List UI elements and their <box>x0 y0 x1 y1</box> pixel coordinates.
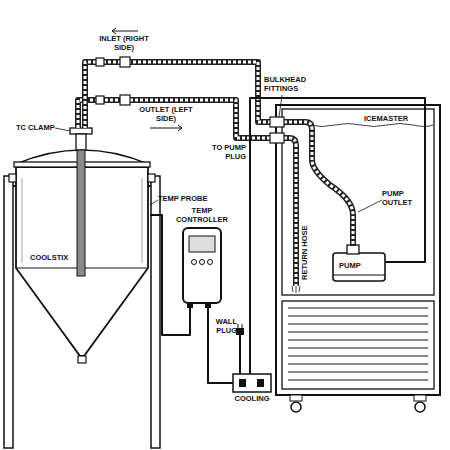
pump-nozzle <box>347 245 359 254</box>
grille-slat <box>288 380 428 381</box>
part-label: TO PUMP PLUG <box>206 144 246 161</box>
power-cord <box>239 335 241 374</box>
bulkhead-fitting <box>270 133 284 143</box>
hose-valve <box>120 57 130 67</box>
power-outlet: COOLING <box>233 374 271 392</box>
ice-tank <box>282 109 434 295</box>
controller-button <box>200 260 205 265</box>
part-label: TEMP PROBE <box>158 195 210 204</box>
controller-button <box>192 260 197 265</box>
hose-valve <box>120 95 130 105</box>
inlet-hose <box>85 62 276 128</box>
fermenter-outline <box>14 128 150 360</box>
leader-line <box>55 128 70 131</box>
lid-port <box>76 134 86 151</box>
water-line <box>283 124 433 127</box>
inlet-hose <box>85 62 276 128</box>
icemaster-body <box>276 105 440 395</box>
outlet-body <box>233 374 271 392</box>
pump-base <box>333 275 385 276</box>
grille-slat <box>288 332 428 333</box>
part-label: PUMP OUTLET <box>382 190 424 207</box>
hose-valve <box>96 58 104 66</box>
grille-slat <box>288 356 428 357</box>
coolstix-rod <box>77 150 85 276</box>
part-label: RETURN HOSE <box>301 210 310 280</box>
grille-slat <box>288 324 428 325</box>
grille-slat <box>288 372 428 373</box>
leader-line <box>150 200 158 205</box>
wall-plug-symbol <box>236 328 244 335</box>
grille-slat <box>288 364 428 365</box>
tc-clamp <box>70 128 92 134</box>
part-label: INLET (RIGHT SIDE) <box>94 35 154 52</box>
controller-display <box>189 236 215 252</box>
fermenter-handle <box>9 174 16 182</box>
grille-slat <box>288 316 428 317</box>
plug-prong <box>238 324 239 328</box>
cable-gland <box>205 303 211 308</box>
caster-wheel <box>291 402 301 412</box>
hose-valve <box>96 96 104 104</box>
socket <box>257 379 264 387</box>
outlet-hose <box>78 100 276 138</box>
cable-gland <box>187 303 193 308</box>
bulkhead-fitting <box>270 117 284 127</box>
caster-mount <box>290 395 302 401</box>
flow-arrow <box>150 125 182 131</box>
part-label: WALL PLUG <box>204 318 237 335</box>
flow-arrow <box>112 28 138 34</box>
controller-body <box>183 228 221 303</box>
outlet-outline <box>233 374 271 392</box>
plug-prong <box>242 324 243 328</box>
caster-mount <box>414 395 426 401</box>
fermenter-leg <box>4 176 13 448</box>
pump-body <box>333 253 385 281</box>
socket <box>239 379 246 387</box>
outlet-hose <box>78 100 276 138</box>
grille-slat <box>288 340 428 341</box>
controller-cord <box>208 303 233 383</box>
part-label: PUMP <box>339 262 379 271</box>
part-label: COOLSTIX <box>30 254 74 263</box>
part-label: ICEMASTER <box>364 115 428 124</box>
fermenter-leg <box>151 176 160 448</box>
part-label: TC CLAMP <box>16 124 56 133</box>
part-label: TEMP CONTROLLER <box>169 207 235 224</box>
caster-wheel <box>415 402 425 412</box>
part-label: OUTLET (LEFT SIDE) <box>136 106 196 123</box>
part-label: COOLING <box>221 395 283 404</box>
fermenter-handle <box>148 174 155 182</box>
grille-slat <box>288 308 428 309</box>
inlet-hose <box>85 62 276 128</box>
pump-box: PUMP <box>333 245 385 281</box>
controller-button <box>208 260 213 265</box>
grille-panel <box>282 301 434 389</box>
controller-cord <box>208 303 233 383</box>
grille-slat <box>288 348 428 349</box>
controller-outline <box>183 228 221 303</box>
temp-controller: TEMP CONTROLLER <box>183 228 221 303</box>
drain-valve <box>78 356 86 363</box>
outlet-hose <box>78 100 276 138</box>
fermenter: COOLSTIX <box>14 128 150 360</box>
part-label: BULKHEAD FITTINGS <box>264 76 314 93</box>
